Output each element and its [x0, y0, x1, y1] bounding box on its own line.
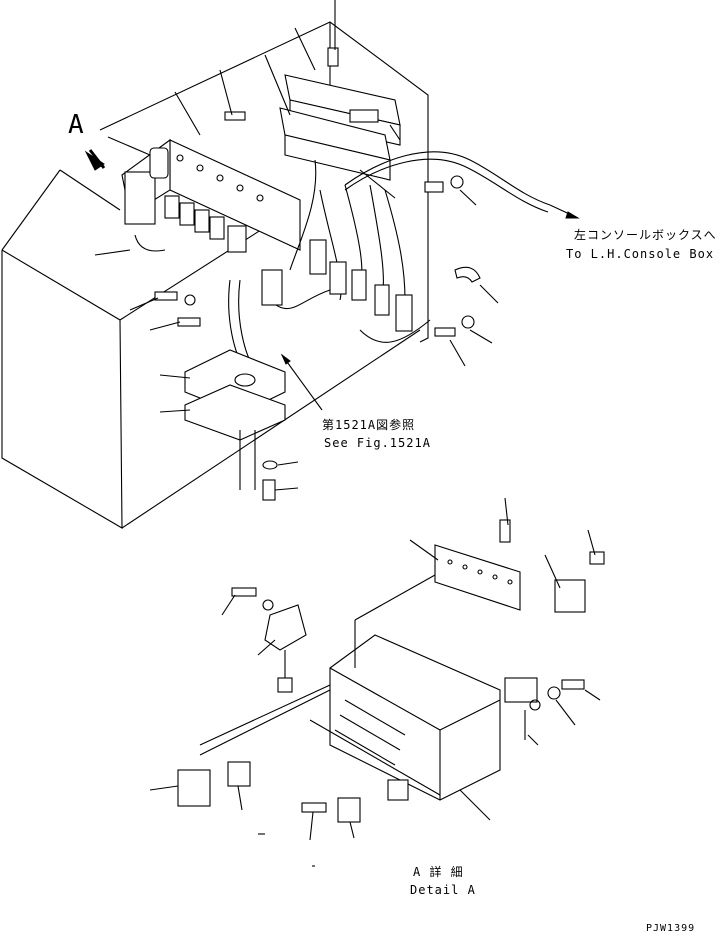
detail-a-fasteners: [231, 519, 605, 813]
see-fig-label-jp: 第1521A図参照: [322, 418, 416, 432]
detail-a-callout-leaders: [149, 497, 601, 867]
view-marker-label: A: [68, 110, 84, 140]
controller-units: [279, 47, 401, 181]
detail-a-components: [177, 579, 586, 823]
see-fig-label-en: See Fig.1521A: [324, 436, 431, 450]
upper-callout-leaders: [94, 0, 499, 491]
drawing-code: PJW1399: [646, 923, 696, 934]
grommet-plates: [184, 349, 286, 490]
detail-a-title-en: Detail A: [410, 883, 476, 897]
wiring-harness: [228, 151, 551, 371]
relay-bracket: [121, 138, 301, 253]
view-arrow-a: [84, 149, 106, 171]
to-console-label-jp: 左コンソールボックスへ: [574, 228, 717, 242]
upper-fasteners: [154, 111, 481, 501]
to-console-label-en: To L.H.Console Box: [566, 247, 715, 261]
detail-a-title-jp: A 詳 細: [413, 865, 464, 879]
detail-a-bracket: [199, 544, 521, 801]
leader-arrow-console: [549, 204, 580, 219]
